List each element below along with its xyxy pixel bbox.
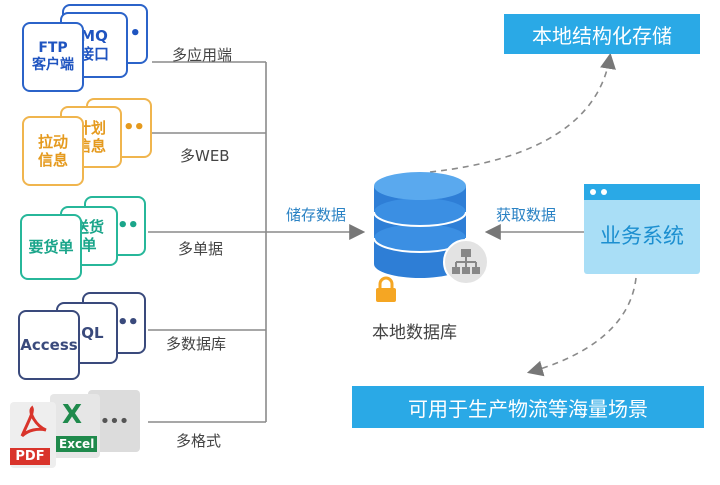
source-card-access-label: Access	[20, 336, 78, 354]
more-dots-icon: •••	[99, 410, 130, 432]
source-label-documents: 多单据	[178, 240, 224, 258]
pdf-label: PDF	[10, 448, 50, 465]
fetch-data-label: 获取数据	[496, 206, 557, 224]
window-dot-icon	[601, 189, 607, 195]
source-card-mq-label: MQ 接口	[78, 27, 109, 63]
excel-x-mark: X	[62, 400, 83, 430]
pdf-acrobat-icon	[20, 405, 47, 438]
source-label-formats: 多格式	[176, 432, 222, 450]
window-titlebar	[584, 184, 700, 200]
business-system-label: 业务系统	[600, 224, 684, 248]
window-dot-icon	[590, 189, 596, 195]
pdf-file-icon: PDF	[10, 402, 56, 468]
local-structured-storage-banner: 本地结构化存储	[504, 14, 700, 54]
massive-scenarios-banner: 可用于生产物流等海量场景	[352, 386, 704, 428]
database-label: 本地数据库	[372, 323, 457, 343]
source-card-ftp: FTP 客户端	[22, 22, 84, 92]
source-card-order-label: 要货单	[28, 238, 74, 256]
source-label-databases: 多数据库	[166, 335, 227, 353]
excel-file-icon: X Excel	[50, 394, 100, 458]
source-card-pull: 拉动 信息	[22, 116, 84, 186]
source-label-web: 多WEB	[180, 147, 230, 165]
source-card-access: Access	[18, 310, 80, 380]
source-card-ftp-label: FTP 客户端	[32, 40, 74, 73]
business-system-window[interactable]: 业务系统	[584, 184, 700, 274]
lock-icon	[376, 276, 396, 302]
network-tree-icon	[443, 239, 489, 285]
source-label-apps: 多应用端	[172, 46, 233, 64]
source-card-order: 要货单	[20, 214, 82, 280]
store-data-label: 储存数据	[286, 206, 347, 224]
excel-label: Excel	[56, 436, 98, 452]
source-card-pull-label: 拉动 信息	[37, 133, 68, 169]
